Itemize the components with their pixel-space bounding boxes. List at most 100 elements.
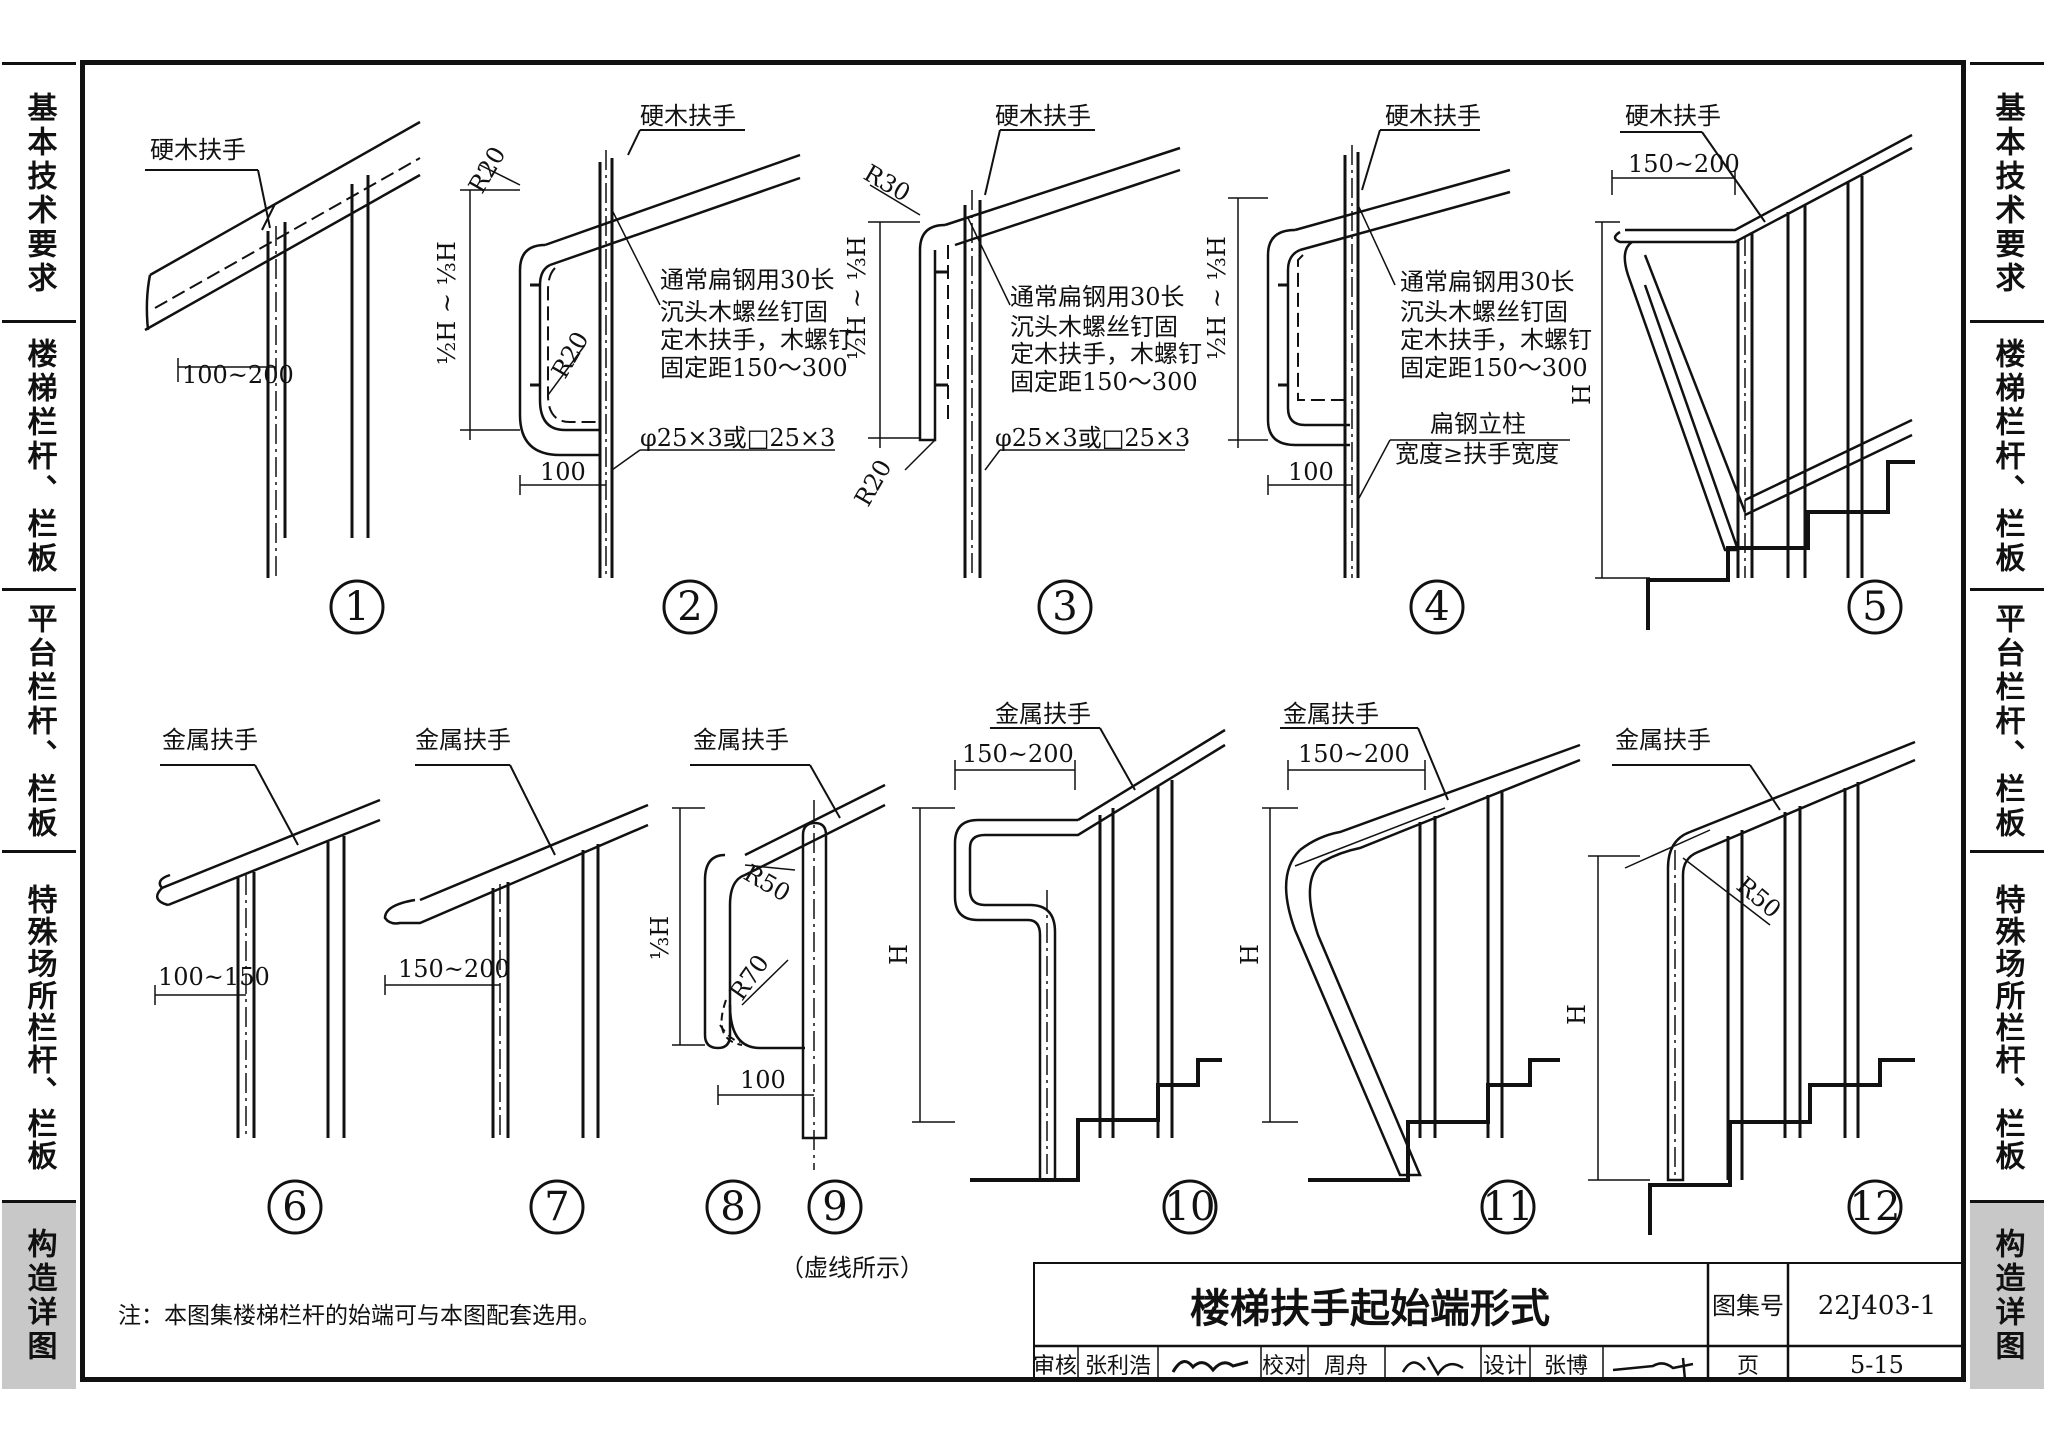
detail-number: 9: [822, 1184, 847, 1230]
note-line: 沉头木螺丝钉固: [1400, 298, 1568, 326]
atlas-label: 图集号: [1712, 1292, 1784, 1320]
tab-stair-railings[interactable]: 楼梯栏杆、栏板: [2, 320, 76, 591]
right-side-tabs: 基本技术要求 楼梯栏杆、栏板 平台栏杆、栏板 特殊场所栏杆、栏板 构造详图: [1970, 62, 2044, 1389]
checker-name: 周舟: [1324, 1354, 1368, 1379]
reviewer-signature: [1171, 1360, 1249, 1373]
detail-number: 3: [1052, 584, 1077, 630]
height-label: H: [1568, 384, 1596, 405]
detail-3: 硬木扶手 R30 R20 ½H ~ ⅓H 通常扁钢用30长 沉头木螺丝钉固 定木…: [843, 102, 1202, 635]
tab-construction-details[interactable]: 构造详图: [2, 1200, 76, 1389]
detail-number: 1: [344, 584, 369, 630]
note-line: 沉头木螺丝钉固: [660, 298, 828, 326]
note-line: 通常扁钢用30长: [1010, 283, 1185, 311]
tab-label: 楼梯栏杆、栏板: [1989, 338, 2025, 576]
dim-label: 150~200: [398, 955, 510, 983]
footnote: 注：本图集楼梯栏杆的始端可与本图配套选用。: [118, 1303, 601, 1329]
radius-label: R20: [849, 455, 898, 511]
page-label: 页: [1737, 1354, 1759, 1379]
detail-1: 硬木扶手 100~200 1: [144, 120, 421, 635]
detail-number: 5: [1862, 584, 1887, 630]
dim-label: 100~150: [158, 963, 270, 991]
note-line: 通常扁钢用30长: [660, 266, 835, 294]
note-line: 定木扶手，木螺钉: [660, 326, 852, 354]
tab-label: 构造详图: [1989, 1228, 2025, 1364]
title-block: 楼梯扶手起始端形式 图集号 22J403-1 审核 张利浩 校对 周舟 设计 张…: [1033, 1262, 1966, 1382]
drawing-frame: [80, 60, 1966, 1382]
radius-label: R70: [724, 950, 775, 1006]
post-spec: φ25×3或□25×3: [640, 424, 835, 452]
height-label: ½H ~ ⅓H: [433, 241, 461, 365]
tab-stair-railings[interactable]: 楼梯栏杆、栏板: [1970, 320, 2044, 591]
design-label: 设计: [1483, 1354, 1527, 1379]
tab-construction-details[interactable]: 构造详图: [1970, 1200, 2044, 1389]
handrail-label: 金属扶手: [995, 700, 1091, 728]
height-label: ½H ~ ⅓H: [843, 236, 871, 360]
detail-10: 金属扶手 150~200 H 10: [885, 700, 1226, 1235]
dim-label: 150~200: [1298, 740, 1410, 768]
dashed-note: （虚线所示）: [780, 1254, 924, 1282]
designer-signature: [1612, 1357, 1694, 1381]
reviewer-name: 张利浩: [1085, 1354, 1151, 1379]
detail-2: 硬木扶手 R20 R20 ½H ~ ⅓H 100 通常扁钢用30长 沉头木螺丝钉…: [433, 102, 852, 635]
dim-label: 150~200: [1628, 150, 1740, 178]
detail-number: 12: [1850, 1184, 1901, 1230]
detail-number: 11: [1483, 1184, 1534, 1230]
checker-signature: [1401, 1356, 1464, 1377]
height-label: H: [1236, 944, 1264, 965]
detail-11: 金属扶手 150~200 H 11: [1236, 700, 1581, 1235]
check-label: 校对: [1262, 1354, 1306, 1379]
detail-12: 金属扶手 R50 H 12: [1563, 726, 1916, 1235]
radius-label: R50: [739, 859, 795, 908]
note-line: 沉头木螺丝钉固: [1010, 313, 1178, 341]
detail-6: 金属扶手 100~150 6: [154, 726, 381, 1235]
tab-label: 平台栏杆、栏板: [1989, 603, 2025, 841]
tab-basic-requirements[interactable]: 基本技术要求: [2, 62, 76, 323]
dim-label: 100: [540, 458, 586, 486]
note-line: 固定距150～300: [1010, 368, 1198, 396]
detail-8-9: 金属扶手 R50 R70 ⅓H 100 8 9 （虚线所示）: [646, 726, 924, 1282]
tab-basic-requirements[interactable]: 基本技术要求: [1970, 62, 2044, 323]
tab-platform-railings[interactable]: 平台栏杆、栏板: [2, 588, 76, 853]
dim-label: 100~200: [182, 361, 294, 389]
handrail-label: 金属扶手: [415, 726, 511, 754]
detail-number: 8: [720, 1184, 745, 1230]
handrail-label: 硬木扶手: [1385, 102, 1481, 130]
detail-5: 硬木扶手 150~200 H 5: [1568, 102, 1915, 635]
post-spec: φ25×3或□25×3: [995, 424, 1190, 452]
dim-label: 100: [1288, 458, 1334, 486]
left-side-tabs: 基本技术要求 楼梯栏杆、栏板 平台栏杆、栏板 特殊场所栏杆、栏板 构造详图: [2, 62, 76, 1389]
handrail-label: 硬木扶手: [1625, 102, 1721, 130]
page-number: 5-15: [1850, 1351, 1904, 1379]
handrail-label: 硬木扶手: [640, 102, 736, 130]
handrail-label: 硬木扶手: [995, 102, 1091, 130]
height-label: ⅓H: [646, 916, 674, 960]
handrail-label: 金属扶手: [1615, 726, 1711, 754]
tab-label: 楼梯栏杆、栏板: [21, 338, 57, 576]
note-line: 宽度≥扶手宽度: [1395, 440, 1559, 468]
drawing-title: 楼梯扶手起始端形式: [1190, 1285, 1550, 1332]
note-line: 扁钢立柱: [1430, 410, 1526, 438]
radius-label: R30: [859, 159, 915, 208]
tab-special-railings[interactable]: 特殊场所栏杆、栏板: [2, 850, 76, 1203]
tab-platform-railings[interactable]: 平台栏杆、栏板: [1970, 588, 2044, 853]
tab-label: 基本技术要求: [1989, 92, 2025, 296]
dim-label: 150~200: [962, 740, 1074, 768]
dim-label: 100: [740, 1066, 786, 1094]
radius-label: R20: [546, 327, 595, 383]
note-line: 定木扶手，木螺钉: [1400, 326, 1592, 354]
detail-4: 硬木扶手 ½H ~ ⅓H 100 通常扁钢用30长 沉头木螺丝钉固 定木扶手，木…: [1203, 102, 1592, 635]
detail-number: 7: [544, 1184, 569, 1230]
detail-number: 10: [1165, 1184, 1216, 1230]
handrail-label: 硬木扶手: [150, 136, 246, 164]
height-label: ½H ~ ⅓H: [1203, 236, 1231, 360]
tab-label: 构造详图: [21, 1228, 57, 1364]
tab-label: 特殊场所栏杆、栏板: [21, 884, 57, 1172]
tab-special-railings[interactable]: 特殊场所栏杆、栏板: [1970, 850, 2044, 1203]
height-label: H: [885, 944, 913, 965]
note-line: 通常扁钢用30长: [1400, 268, 1575, 296]
tab-label: 特殊场所栏杆、栏板: [1989, 884, 2025, 1172]
review-label: 审核: [1033, 1354, 1077, 1379]
atlas-number: 22J403-1: [1818, 1291, 1936, 1321]
detail-number: 2: [677, 584, 702, 630]
